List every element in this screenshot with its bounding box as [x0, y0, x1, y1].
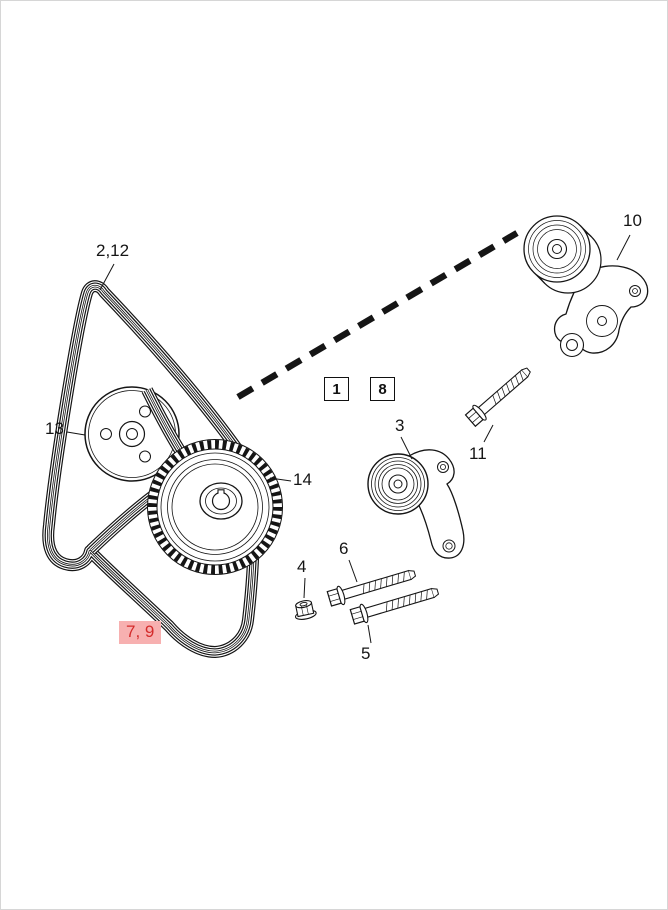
tensioner-assembly	[523, 215, 649, 358]
bolt-5	[349, 587, 440, 625]
part-label-3[interactable]: 3	[395, 416, 405, 435]
ref-box-1[interactable]: 1	[324, 377, 349, 401]
part-label-6[interactable]: 6	[339, 539, 349, 558]
ref-box-8[interactable]: 8	[370, 377, 395, 401]
part-label-2-12[interactable]: 2,12	[96, 241, 130, 260]
bolt-11	[464, 367, 531, 428]
part-label-11[interactable]: 11	[469, 444, 487, 463]
part-label-14[interactable]: 14	[293, 470, 312, 489]
nut-4	[294, 600, 317, 620]
part-label-4[interactable]: 4	[297, 557, 307, 576]
part-label-7-9-highlighted[interactable]: 7, 9	[119, 621, 162, 644]
part-label-5[interactable]: 5	[361, 644, 371, 663]
part-label-13[interactable]: 13	[45, 419, 64, 438]
dashed-callout-line	[236, 230, 519, 400]
bolt-6	[326, 569, 417, 607]
part-label-10[interactable]: 10	[623, 211, 642, 230]
pulley-3	[367, 453, 429, 515]
leader-lines	[66, 234, 631, 644]
pulley-14	[147, 439, 283, 575]
